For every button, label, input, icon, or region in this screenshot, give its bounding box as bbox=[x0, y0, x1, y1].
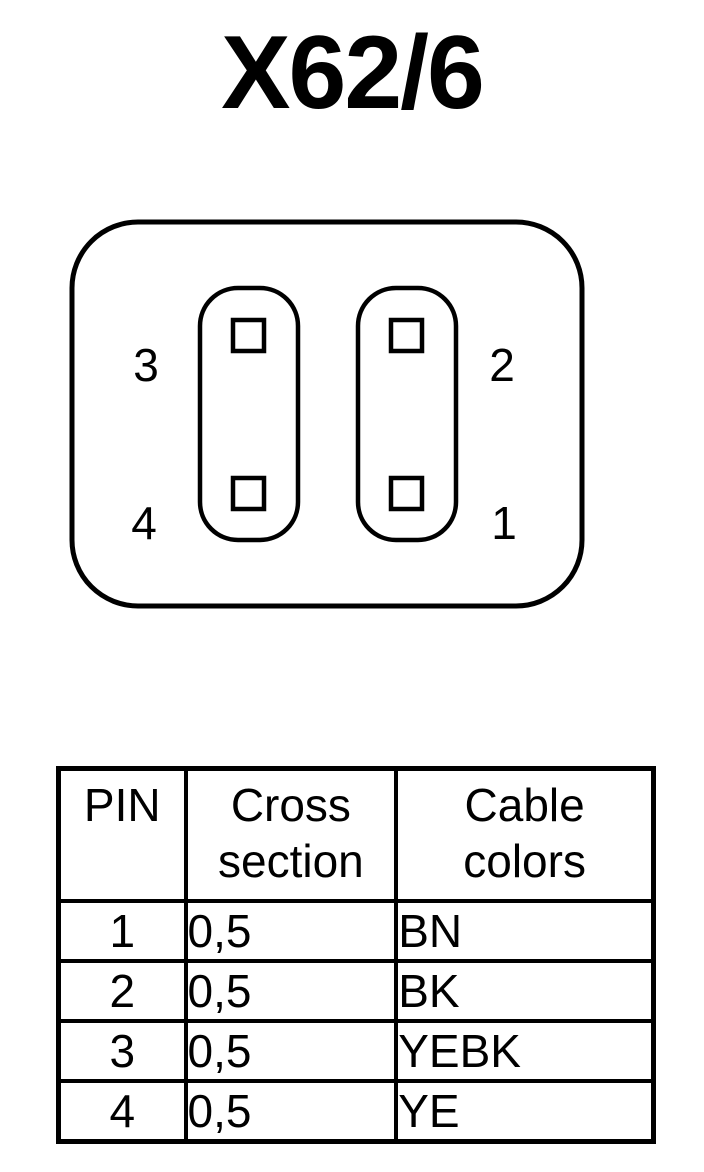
pin-label-3: 3 bbox=[133, 339, 159, 391]
diagram-title: X62/6 bbox=[221, 15, 485, 131]
cell-cable-color: BK bbox=[394, 959, 656, 1024]
table-header-row: PIN Cross section Cable colors bbox=[56, 766, 656, 903]
pin-1-contact bbox=[388, 475, 425, 512]
cell-cross-section: 0,5 bbox=[183, 1019, 399, 1084]
connector-housing bbox=[69, 219, 585, 609]
cell-cable-color: YE bbox=[394, 1079, 656, 1144]
cell-cross-section: 0,5 bbox=[183, 898, 399, 964]
cell-cross-section: 0,5 bbox=[183, 1079, 399, 1144]
pin-label-1: 1 bbox=[491, 497, 517, 549]
pin-3-contact bbox=[230, 317, 267, 354]
header-cross-section-line-1: Cross bbox=[230, 779, 351, 831]
cell-cable-color: YEBK bbox=[394, 1019, 656, 1084]
cell-cable-color: BN bbox=[394, 898, 656, 964]
left-contact-carrier bbox=[197, 285, 301, 543]
header-cross-section-line-2: section bbox=[218, 835, 364, 888]
header-cable-colors-line-1: Cable bbox=[464, 779, 585, 831]
cell-pin: 2 bbox=[56, 959, 188, 1024]
table-row: 3 0,5 YEBK bbox=[56, 1019, 656, 1084]
header-cross-section: Cross section bbox=[183, 766, 399, 903]
cell-cross-section: 0,5 bbox=[183, 959, 399, 1024]
cell-pin: 4 bbox=[56, 1079, 188, 1144]
header-pin: PIN bbox=[56, 766, 188, 903]
pin-label-2: 2 bbox=[489, 339, 515, 391]
cell-pin: 3 bbox=[56, 1019, 188, 1084]
connector-diagram: 3 4 2 1 bbox=[69, 219, 585, 609]
pin-2-contact bbox=[388, 317, 425, 354]
pin-label-4: 4 bbox=[131, 497, 157, 549]
header-cable-colors-line-2: colors bbox=[463, 835, 586, 888]
table-row: 4 0,5 YE bbox=[56, 1079, 656, 1144]
table-row: 2 0,5 BK bbox=[56, 959, 656, 1024]
header-cable-colors: Cable colors bbox=[394, 766, 656, 903]
pin-4-contact bbox=[230, 475, 267, 512]
pin-assignment-table: PIN Cross section Cable colors 1 0,5 BN … bbox=[56, 766, 656, 1145]
right-contact-carrier bbox=[355, 285, 459, 543]
table-row: 1 0,5 BN bbox=[56, 898, 656, 964]
header-pin-label: PIN bbox=[83, 779, 161, 831]
cell-pin: 1 bbox=[56, 898, 188, 964]
